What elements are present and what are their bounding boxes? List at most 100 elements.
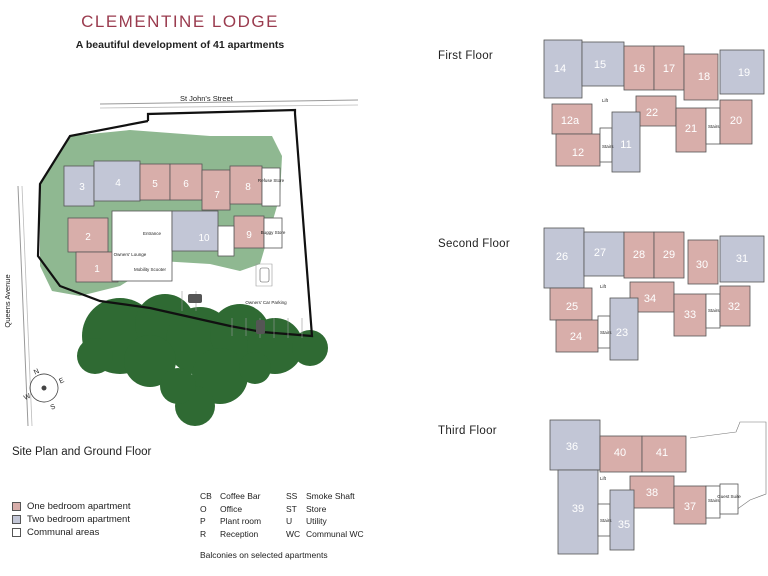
svg-text:1: 1 bbox=[94, 264, 100, 275]
legend: One bedroom apartment Two bedroom apartm… bbox=[12, 500, 131, 539]
abbr-code: ST bbox=[286, 503, 297, 514]
buggy-store-label: Buggy Store bbox=[261, 230, 286, 235]
apartment-38: 38 bbox=[629, 475, 675, 509]
svg-text:36: 36 bbox=[566, 441, 578, 453]
abbr-name: Smoke Shaft bbox=[306, 491, 355, 501]
svg-text:6: 6 bbox=[183, 179, 189, 190]
parking-label: Owners' Car Parking bbox=[245, 300, 287, 305]
legend-label: Communal areas bbox=[27, 527, 100, 538]
stairs-label: Stairs bbox=[600, 518, 612, 523]
svg-text:24: 24 bbox=[570, 331, 582, 343]
svg-text:29: 29 bbox=[663, 249, 675, 261]
apartment-12: 12 bbox=[555, 133, 601, 167]
svg-text:5: 5 bbox=[152, 179, 158, 190]
tree-cluster bbox=[77, 294, 328, 426]
svg-text:25: 25 bbox=[566, 301, 578, 313]
svg-text:28: 28 bbox=[633, 249, 645, 261]
first-floor-plan: 14 15 16 17 18 19 12a 22 21 20 12 11 Lif… bbox=[543, 39, 765, 173]
svg-text:S: S bbox=[49, 403, 56, 411]
svg-text:3: 3 bbox=[79, 182, 85, 193]
parked-car bbox=[259, 267, 270, 283]
svg-text:18: 18 bbox=[698, 71, 710, 83]
swatch-one-bed bbox=[12, 502, 21, 511]
apartment-11: 11 bbox=[611, 111, 641, 173]
refuse-store-label: Refuse Store bbox=[258, 178, 285, 183]
page-subtitle: A beautiful development of 41 apartments bbox=[75, 39, 285, 51]
svg-text:21: 21 bbox=[685, 123, 697, 135]
apartment-15: 15 bbox=[581, 41, 625, 87]
apartment-28: 28 bbox=[623, 231, 655, 279]
apartment-block-2: 2 bbox=[67, 217, 109, 253]
svg-text:4: 4 bbox=[115, 178, 121, 189]
stairs-label: Stairs bbox=[708, 498, 720, 503]
svg-text:8: 8 bbox=[245, 182, 251, 193]
legend-label: Two bedroom apartment bbox=[27, 514, 130, 525]
svg-text:40: 40 bbox=[614, 447, 626, 459]
first-floor-label: First Floor bbox=[438, 50, 494, 62]
entrance-label: Entrance bbox=[143, 231, 162, 236]
refuse-store-room bbox=[261, 167, 281, 207]
svg-text:37: 37 bbox=[684, 501, 696, 513]
apartment-40: 40 bbox=[599, 435, 643, 473]
apartment-block-3: 3 bbox=[63, 165, 95, 207]
abbr-code: U bbox=[286, 516, 293, 526]
apartment-27: 27 bbox=[583, 231, 625, 277]
apartment-block-7: 7 bbox=[201, 169, 231, 211]
svg-text:W: W bbox=[23, 393, 32, 402]
svg-text:38: 38 bbox=[646, 487, 658, 499]
stairs-label: Stairs bbox=[708, 124, 720, 129]
apartment-block-10: 10 bbox=[171, 210, 219, 252]
abbr-name: Office bbox=[220, 503, 243, 514]
apartment-39: 39 bbox=[557, 469, 599, 555]
apartment-33: 33 bbox=[673, 293, 707, 337]
scooter-label: Mobility Scooter bbox=[134, 267, 167, 272]
svg-text:E: E bbox=[58, 377, 65, 385]
svg-text:9: 9 bbox=[246, 230, 252, 241]
apartment-block-9: 9 bbox=[233, 215, 265, 249]
street-line-top bbox=[99, 99, 359, 105]
compass-rose: N E S W bbox=[23, 368, 66, 412]
apartment-36: 36 bbox=[549, 419, 601, 471]
page-title: CLEMENTINE LODGE bbox=[81, 12, 279, 31]
apartment-25: 25 bbox=[549, 287, 593, 321]
svg-text:12: 12 bbox=[572, 147, 584, 159]
legend-label: One bedroom apartment bbox=[27, 501, 131, 512]
svg-text:30: 30 bbox=[696, 259, 708, 271]
apartment-block-6: 6 bbox=[169, 163, 203, 201]
svg-text:27: 27 bbox=[594, 247, 606, 259]
apartment-17: 17 bbox=[653, 45, 685, 91]
stairs-label: Stairs bbox=[708, 308, 720, 313]
legend-item-communal: Communal areas bbox=[12, 526, 131, 539]
second-floor-label: Second Floor bbox=[438, 238, 510, 250]
balcony-note: Balconies on selected apartments bbox=[200, 550, 328, 560]
site-plan-label: Site Plan and Ground Floor bbox=[12, 446, 152, 458]
apartment-block-1: 1 bbox=[75, 251, 119, 283]
svg-text:31: 31 bbox=[736, 253, 748, 265]
stairs-room bbox=[217, 225, 235, 257]
street-line-left bbox=[17, 185, 29, 427]
svg-text:23: 23 bbox=[616, 327, 628, 339]
stairs-label: Stairs bbox=[602, 144, 614, 149]
svg-text:10: 10 bbox=[198, 233, 210, 244]
svg-text:2: 2 bbox=[85, 232, 91, 243]
svg-text:41: 41 bbox=[656, 447, 668, 459]
svg-text:7: 7 bbox=[214, 190, 220, 201]
apartment-35: 35 bbox=[609, 489, 635, 551]
apartment-block-5: 5 bbox=[139, 163, 171, 201]
apartment-23: 23 bbox=[609, 297, 639, 361]
street-label-left: Queens Avenue bbox=[3, 274, 12, 327]
apartment-24: 24 bbox=[555, 319, 599, 353]
svg-text:15: 15 bbox=[594, 59, 606, 71]
abbr-name: Communal WC bbox=[306, 528, 364, 539]
abbr-code: CB bbox=[200, 491, 212, 501]
legend-item-two-bed: Two bedroom apartment bbox=[12, 513, 131, 526]
svg-text:12a: 12a bbox=[561, 115, 580, 127]
apartment-19: 19 bbox=[719, 49, 765, 95]
svg-text:26: 26 bbox=[556, 251, 568, 263]
abbr-code: P bbox=[200, 516, 206, 526]
svg-text:16: 16 bbox=[633, 63, 645, 75]
lift-label: Lift bbox=[602, 98, 609, 103]
lift-label: Lift bbox=[600, 284, 607, 289]
abbr-name: Utility bbox=[306, 516, 327, 526]
